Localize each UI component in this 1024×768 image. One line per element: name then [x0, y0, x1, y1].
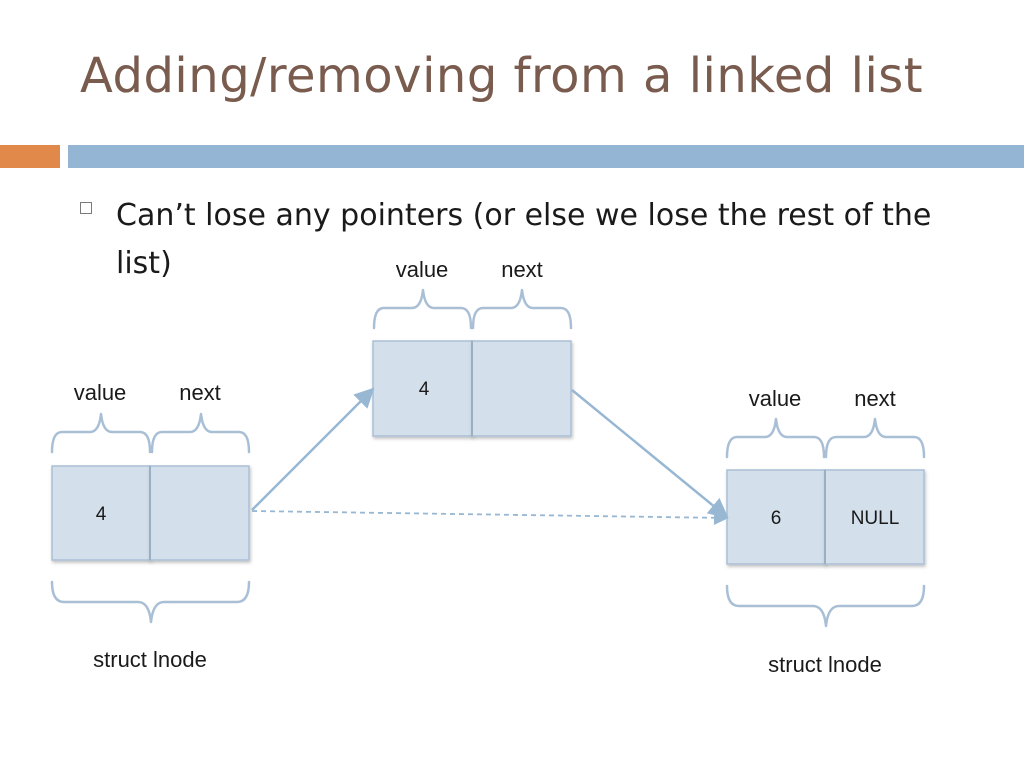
accent-bar-orange — [0, 145, 60, 168]
middle-next-label: next — [501, 257, 543, 282]
right-next-label: next — [854, 386, 896, 411]
right-node-caption: struct lnode — [768, 652, 882, 677]
left-node-value: 4 — [95, 504, 107, 525]
right-node-next: NULL — [850, 508, 900, 529]
square-bullet-icon — [80, 202, 92, 214]
left-node-next-cell — [149, 465, 250, 561]
middle-node — [372, 340, 572, 437]
left-node-value-cell — [51, 465, 151, 561]
left-next-brace — [150, 412, 251, 454]
right-node-next-cell — [824, 469, 925, 565]
slide-title: Adding/removing from a linked list — [80, 48, 924, 104]
left-node — [51, 465, 250, 561]
right-node-value: 6 — [770, 508, 782, 529]
middle-node-value-cell — [372, 340, 473, 437]
left-next-label: next — [179, 380, 221, 405]
right-value-label: value — [748, 386, 802, 411]
left-value-label: value — [73, 380, 127, 405]
arrow-middle-to-right — [571, 389, 729, 519]
right-value-brace — [725, 417, 826, 459]
arrow-left-to-middle — [251, 387, 375, 511]
right-node — [726, 469, 925, 565]
right-node-brace — [725, 584, 926, 628]
left-node-caption: struct lnode — [93, 647, 207, 672]
right-next-brace — [824, 417, 926, 459]
arrow-left-to-right-dashed — [251, 510, 729, 526]
middle-node-next-cell — [471, 340, 572, 437]
bullet-text: Can’t lose any pointers (or else we lose… — [116, 198, 932, 281]
left-value-brace — [50, 412, 152, 454]
middle-value-label: value — [395, 257, 449, 282]
middle-value-brace — [372, 288, 473, 330]
left-node-brace — [50, 580, 251, 624]
accent-bar-blue — [68, 145, 1024, 168]
middle-node-value: 4 — [418, 379, 430, 400]
middle-next-brace — [471, 288, 573, 330]
